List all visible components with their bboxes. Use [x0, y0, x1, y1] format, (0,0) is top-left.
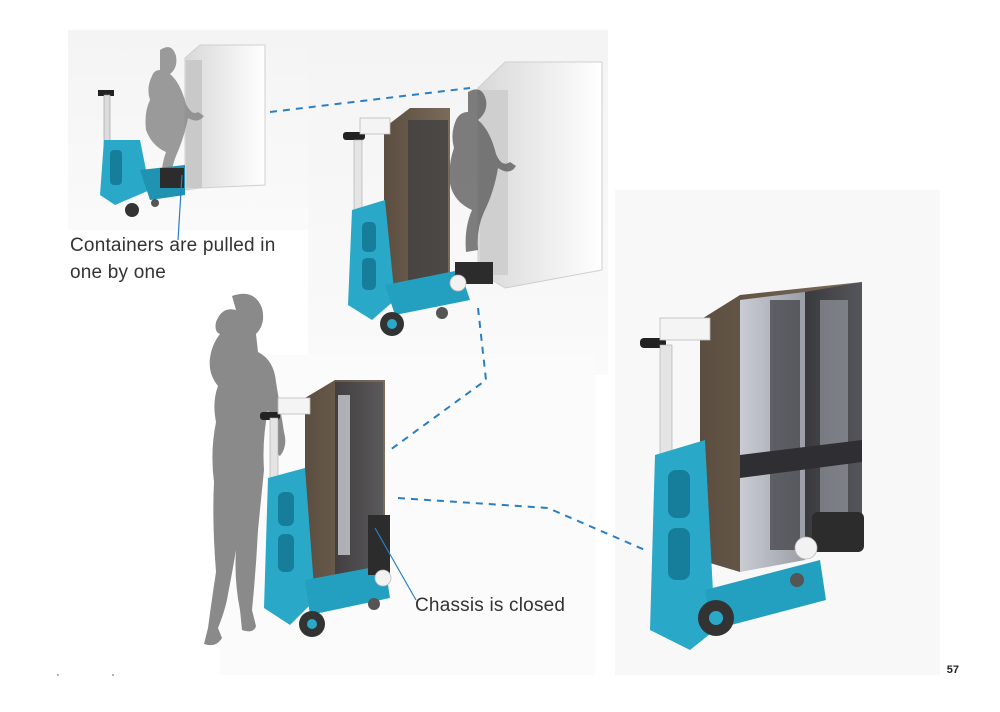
page-number: 57: [946, 664, 959, 676]
scene-4-closed-chassis-detail: [640, 282, 864, 650]
person-silhouette-icon: [204, 293, 286, 646]
caption-containers-pulled: Containers are pulled in one by one: [70, 235, 276, 283]
scene-2-container-loading: [343, 61, 603, 336]
person-silhouette-icon: [145, 47, 204, 188]
leader-line-2: [374, 527, 417, 601]
leader-line-1: [177, 174, 183, 241]
caption-chassis-closed: Chassis is closed: [415, 595, 566, 616]
scene-1-pulling-container: [98, 44, 266, 241]
scene-3-chassis-closed: [204, 293, 417, 646]
person-silhouette-icon: [449, 89, 516, 252]
